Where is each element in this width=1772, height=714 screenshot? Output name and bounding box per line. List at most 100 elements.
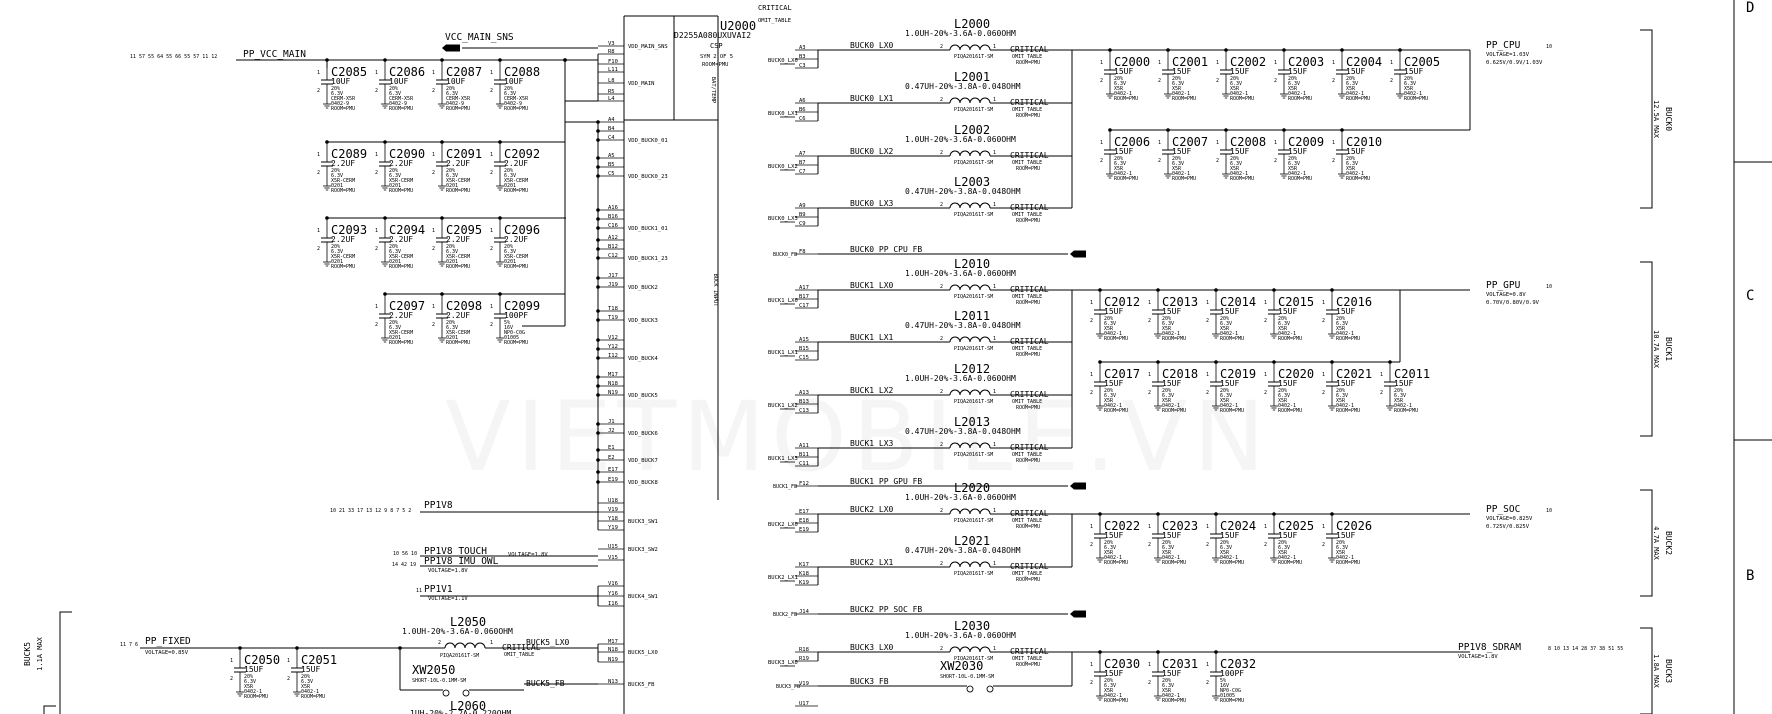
cap-spec: ROOM=PMU [1220, 698, 1244, 704]
cap-value: 2.2UF [389, 311, 413, 320]
ic-pin-number: Y16 [608, 591, 618, 597]
cap-spec: ROOM=PMU [446, 106, 470, 112]
net-lx-label: BUCK1_LX0 [850, 281, 894, 290]
cap-pin: 1 [1332, 140, 1335, 146]
cap-pin: 2 [317, 88, 320, 94]
cap-spec: 6.3V [1104, 683, 1116, 689]
cap-spec: ROOM=PMU [1114, 96, 1138, 102]
ic-pin-number: F8 [799, 249, 806, 255]
cap-spec: X5R [1220, 398, 1230, 404]
section-max-label: 1.8A MAX [1652, 654, 1660, 689]
cap-pin: 2 [432, 246, 435, 252]
ic-pin-number: A15 [799, 337, 809, 343]
cap-spec: 0402-1 [1336, 555, 1354, 561]
cap-value: 10UF [389, 77, 408, 86]
cap-spec: 0402-1 [1162, 331, 1180, 337]
ic-pin-name: BUCK0_LX3 [768, 216, 798, 222]
ic-room: ROOM=PMU [702, 62, 729, 68]
cap-spec: 20% [446, 168, 455, 174]
cap-spec: X5R [1162, 550, 1172, 556]
cap-value: 15UF [1220, 379, 1239, 388]
cap-pin: 2 [230, 676, 233, 682]
cap-spec: X5R [301, 684, 311, 690]
cap-spec: 20% [1220, 540, 1229, 546]
inductor-coil [949, 202, 991, 209]
cap-spec: ROOM=PMU [1278, 336, 1302, 342]
cap-pin: 2 [1148, 542, 1151, 548]
section-max-label: 12.5A MAX [1652, 100, 1660, 139]
junction-dot [596, 480, 600, 484]
offpage-connector [442, 44, 460, 52]
ic-pin-number: C5 [608, 171, 615, 177]
cap-value: 15UF [1114, 147, 1133, 156]
cap-spec: ROOM=PMU [1162, 408, 1186, 414]
ic-pin-name: BUCK5_LX0 [628, 650, 658, 656]
cap-spec: 6.3V [389, 325, 401, 331]
cap-spec: 0402-1 [301, 689, 319, 695]
cap-pin: 1 [1090, 372, 1093, 378]
cap-spec: 20% [1220, 316, 1229, 322]
cap-pin: 2 [1100, 78, 1103, 84]
cap-value: 15UF [1278, 307, 1297, 316]
cap-pin: 1 [1206, 662, 1209, 668]
cap-pin: 1 [1274, 60, 1277, 66]
cap-spec: ROOM=PMU [1394, 408, 1418, 414]
junction-dot [596, 470, 600, 474]
cap-spec: 6.3V [331, 91, 343, 97]
net-pp1v8: PP1V8 [424, 500, 453, 511]
cap-spec: 6.3V [1394, 393, 1406, 399]
cap-pin: 2 [432, 170, 435, 176]
section-bracket [1640, 489, 1653, 597]
cap-spec: ROOM=PMU [331, 264, 355, 270]
pin-number: 1 [993, 442, 996, 448]
inductor-omit: OMIT_TABLE [1012, 571, 1042, 577]
cap-spec: ROOM=PMU [1220, 336, 1244, 342]
cap-spec: X5R-CERM [446, 178, 470, 184]
inductor-pkg: PIQA20161T-SM [954, 399, 993, 405]
cap-spec: ROOM=PMU [1104, 408, 1128, 414]
cap-spec: 0201 [389, 259, 401, 265]
ic-pin-name: BUCK3_SW2 [628, 547, 658, 553]
ic-part: D2255A080UXUVAI2 [674, 31, 751, 40]
xw-refdes: XW2030 [940, 659, 983, 673]
cap-value: 15UF [1230, 147, 1249, 156]
cap-spec: ROOM=PMU [1162, 698, 1186, 704]
inductor-pkg: PIQA20161T-SM [954, 212, 993, 218]
inductor-coil [949, 646, 991, 653]
ic-pin-number: N18 [608, 381, 618, 387]
xw-value: SHORT-10L-0.1MM-SM [940, 674, 994, 680]
cap-spec: ROOM=PMU [1220, 408, 1244, 414]
cap-spec: 6.3V [1220, 393, 1232, 399]
cap-spec: X5R [1104, 326, 1114, 332]
ic-pin-number: M17 [608, 639, 618, 645]
inductor-coil [949, 336, 991, 343]
cap-spec: 0402-1 [1172, 171, 1190, 177]
cap-refdes: C2031 [1162, 657, 1198, 671]
ic-pin-number: K19 [799, 580, 809, 586]
cap-spec: 20% [331, 168, 340, 174]
cap-spec: 6.3V [1288, 81, 1300, 87]
inductor-coil [949, 442, 991, 449]
cap-value: 15UF [1288, 147, 1307, 156]
frame-row-label: C [1746, 288, 1754, 304]
ic-pin-number: V12 [608, 335, 618, 341]
cap-pin: 1 [432, 228, 435, 234]
cap-pin: 1 [317, 70, 320, 76]
cap-value: 15UF [1114, 67, 1133, 76]
cap-spec: 6.3V [1172, 81, 1184, 87]
frame-row-label: D [1746, 0, 1754, 16]
xw-refdes: XW2050 [412, 663, 455, 677]
section-bracket [1640, 29, 1653, 209]
ic-pin-name: BUCK4_SW1 [628, 594, 658, 600]
inductor-omit: OMIT_TABLE [1012, 294, 1042, 300]
pin-number: 2 [940, 646, 943, 652]
cap-spec: X5R [1230, 86, 1240, 92]
frame-row-label: B [1746, 568, 1754, 584]
inductor-pkg: PIQA20161T-SM [954, 571, 993, 577]
inductor-refdes: L2000 [954, 17, 990, 31]
pin-number: 1 [993, 389, 996, 395]
ic-pin-number: J2 [608, 428, 615, 434]
inductor-pkg: PIQA20161T-SM [954, 518, 993, 524]
ic-pin-number: A9 [799, 203, 806, 209]
junction-dot [596, 347, 600, 351]
